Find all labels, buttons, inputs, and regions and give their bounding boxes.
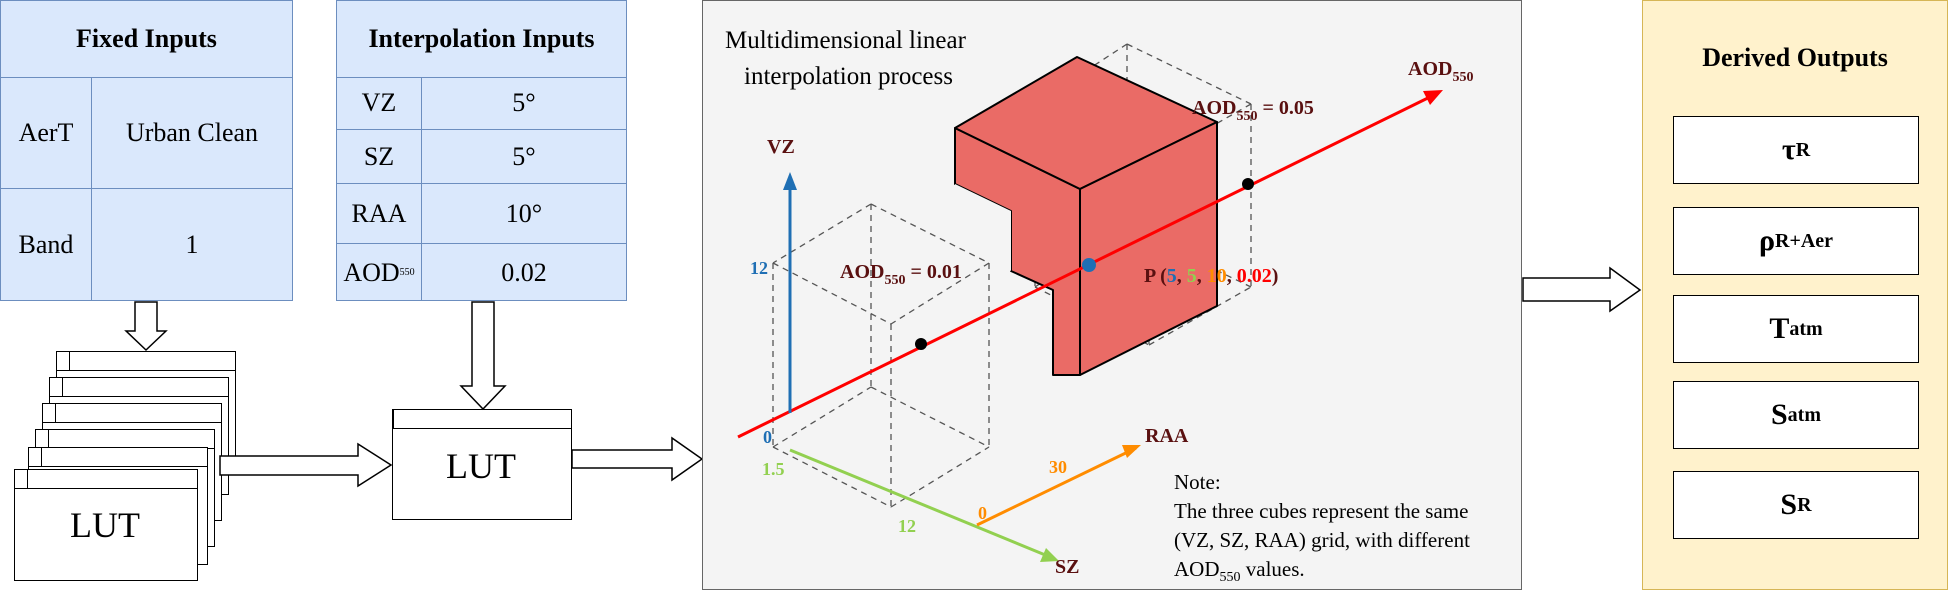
table-row: VZ 5°	[337, 77, 626, 130]
point-p-label: P (5, 5, 10, 0.02)	[1144, 265, 1278, 287]
raa-axis	[976, 446, 1137, 527]
svg-text:AOD550 values.: AOD550 values.	[1174, 557, 1305, 585]
fixed-key-aert: AerT	[1, 77, 92, 188]
sz-axis	[789, 448, 1056, 561]
interp-key-aod-main: AOD	[343, 257, 400, 287]
fixed-inputs-title: Fixed Inputs	[1, 1, 292, 78]
fixed-value-band: 1	[185, 230, 199, 259]
lut-stack-label: LUT	[70, 505, 140, 545]
raa-axis-arrow-icon	[1122, 445, 1141, 458]
lut-single-label: LUT	[446, 446, 516, 486]
fixed-inputs-table: Fixed Inputs AerT Urban Clean Band 1	[0, 0, 293, 301]
point-aod-001	[915, 338, 927, 350]
vz-axis-arrow-icon	[783, 172, 797, 190]
interp-key-vz: VZ	[337, 77, 422, 129]
derived-outputs-title: Derived Outputs	[1702, 43, 1888, 72]
down-arrow-icon	[459, 301, 507, 411]
sz-tick-start: 1.5	[762, 459, 785, 479]
vz-tick-12: 12	[750, 258, 768, 278]
svg-text:The three cubes represent the: The three cubes represent the same	[1174, 499, 1468, 523]
cube-aod-002	[954, 56, 1218, 376]
fixed-key-band: Band	[1, 189, 92, 301]
flow-arrows	[124, 301, 704, 488]
interp-value-vz: 5°	[512, 88, 536, 117]
interp-key-raa: RAA	[337, 184, 422, 243]
table-row: RAA 10°	[337, 184, 626, 244]
interpolation-inputs-table: Interpolation Inputs VZ 5° SZ 5° RAA 10°…	[336, 0, 627, 301]
vz-axis-label: VZ	[767, 136, 795, 158]
vz-tick-0: 0	[763, 427, 772, 447]
process-title-line2: interpolation process	[744, 63, 953, 90]
right-arrow-icon	[1522, 266, 1642, 313]
right-arrow-icon	[571, 436, 704, 482]
cube-label-001: AOD550 = 0.01	[840, 261, 962, 288]
raa-tick-start: 0	[978, 503, 987, 523]
interpolation-diagram: Multidimensional linear interpolation pr…	[725, 27, 1473, 585]
cube-label-005: AOD550 = 0.05	[1192, 97, 1314, 124]
lut-card	[14, 469, 198, 581]
cube-aod-001	[772, 203, 990, 508]
interp-value-aod: 0.02	[501, 257, 547, 287]
point-aod-005	[1242, 178, 1254, 190]
note: Note: The three cubes represent the same…	[1174, 470, 1470, 585]
fixed-value-aert: Urban Clean	[125, 117, 259, 147]
interp-value-sz: 5°	[512, 141, 536, 171]
svg-text:Note:: Note:	[1174, 470, 1221, 494]
interp-value-raa: 10°	[505, 198, 543, 228]
raa-axis-label: RAA	[1145, 425, 1189, 447]
sz-axis-arrow-icon	[1040, 548, 1059, 562]
down-arrow-icon	[124, 301, 168, 352]
interpolation-process-panel: Multidimensional linear interpolation pr…	[702, 0, 1522, 590]
svg-text:(VZ, SZ, RAA) grid, with diffe: (VZ, SZ, RAA) grid, with different	[1174, 528, 1470, 552]
right-arrow-icon	[219, 442, 393, 488]
raa-tick-end: 30	[1049, 457, 1067, 477]
interp-key-aod-sub: 550	[399, 267, 415, 278]
point-p	[1082, 258, 1096, 272]
sz-axis-label: SZ	[1055, 556, 1079, 578]
process-title-line1: Multidimensional linear	[725, 27, 967, 54]
interp-key-sz: SZ	[337, 130, 422, 183]
interpolation-inputs-title: Interpolation Inputs	[337, 1, 626, 78]
table-row: SZ 5°	[337, 130, 626, 184]
table-row: AerT Urban Clean	[1, 77, 292, 189]
aod-axis-arrow-icon	[1423, 90, 1443, 105]
to-outputs-arrow	[1522, 266, 1642, 313]
cube-cutout	[955, 184, 1011, 271]
table-row: Band 1	[1, 189, 292, 301]
aod-axis-label: AOD550	[1408, 58, 1473, 85]
sz-tick-end: 12	[898, 516, 916, 536]
